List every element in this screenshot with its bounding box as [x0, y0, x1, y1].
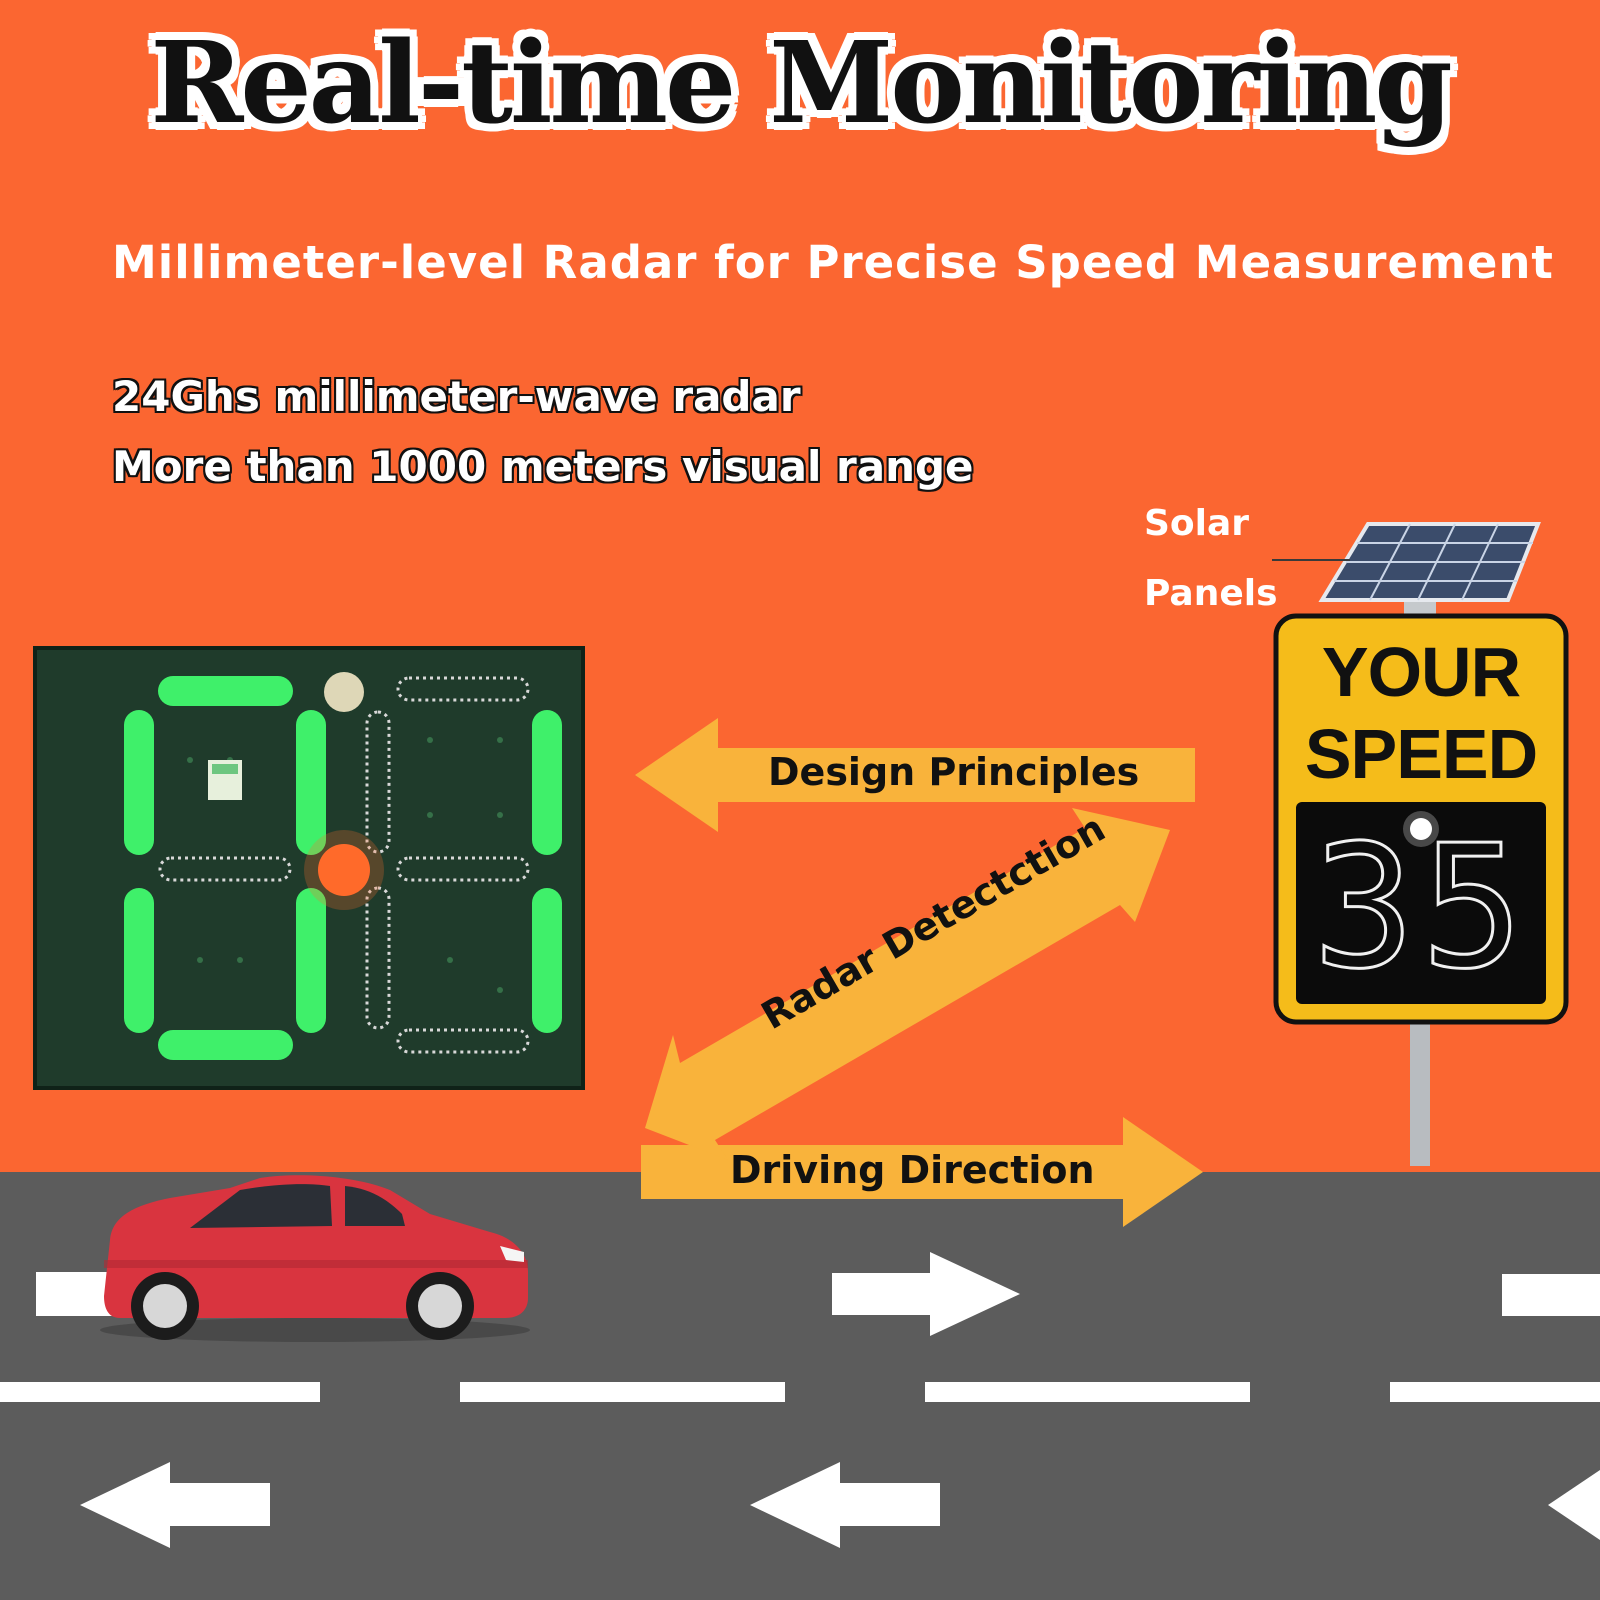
design-principles-arrow-icon	[635, 718, 1195, 832]
driving-direction-label: Driving Direction	[730, 1148, 1095, 1192]
sign-speed-readout: 35	[1311, 809, 1530, 1007]
solar-label-line2: Panels	[1144, 573, 1278, 614]
radar-detection-arrow-icon	[645, 808, 1170, 1160]
sign-text-your: YOUR	[1321, 633, 1521, 711]
subtitle: Millimeter-level Radar for Precise Speed…	[112, 236, 1554, 289]
design-principles-label: Design Principles	[768, 750, 1140, 794]
driving-direction-arrow-icon	[641, 1117, 1203, 1227]
status-led-white	[324, 672, 364, 712]
spec-visual-range: More than 1000 meters visual range	[112, 442, 974, 491]
led-display-panel	[33, 646, 585, 1090]
page-title: Real-time Monitoring	[150, 18, 1452, 149]
status-led-orange	[318, 844, 370, 896]
sign-led-white	[1410, 818, 1432, 840]
solar-panel-icon	[1318, 522, 1541, 602]
sign-pole	[1410, 1018, 1430, 1166]
sign-text-speed: SPEED	[1304, 715, 1538, 793]
red-car	[100, 1175, 530, 1342]
spec-radar-frequency: 24Ghs millimeter-wave radar	[112, 372, 801, 421]
solar-label-line1: Solar	[1144, 503, 1250, 544]
lane-arrow-left-icon	[80, 1462, 1600, 1548]
speed-sign	[1272, 522, 1569, 1166]
lane-arrow-right-icon	[832, 1252, 1020, 1336]
